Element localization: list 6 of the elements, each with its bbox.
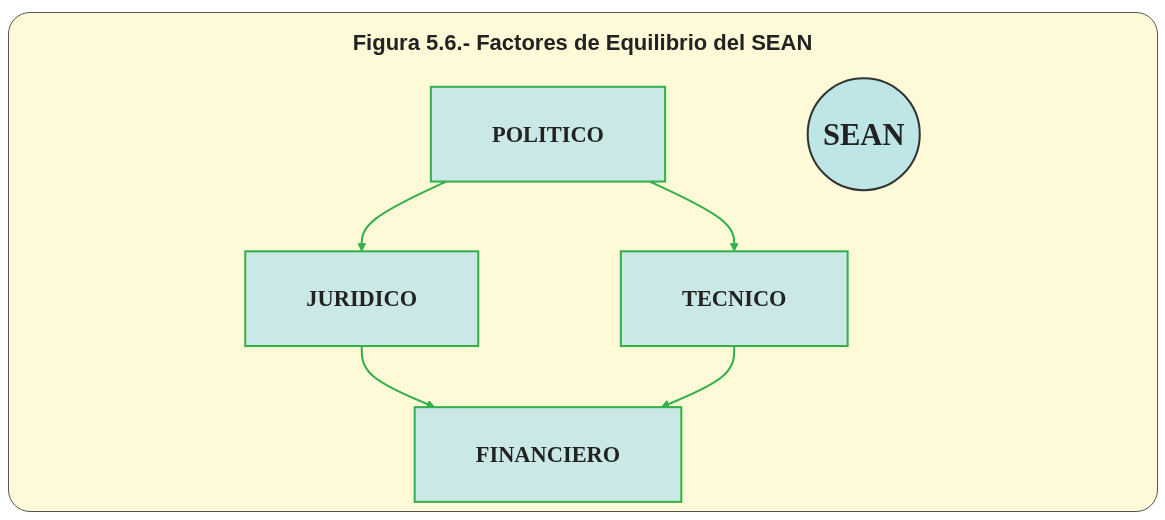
node-box: TECNICO	[619, 250, 849, 348]
figure-title: Figura 5.6.- Factores de Equilibrio del SEAN	[352, 30, 813, 56]
node-box: JURIDICO	[244, 250, 480, 348]
node-circle: SEAN	[806, 77, 921, 192]
node-box: FINANCIERO	[413, 406, 683, 503]
node-box: POLITICO	[429, 85, 667, 183]
